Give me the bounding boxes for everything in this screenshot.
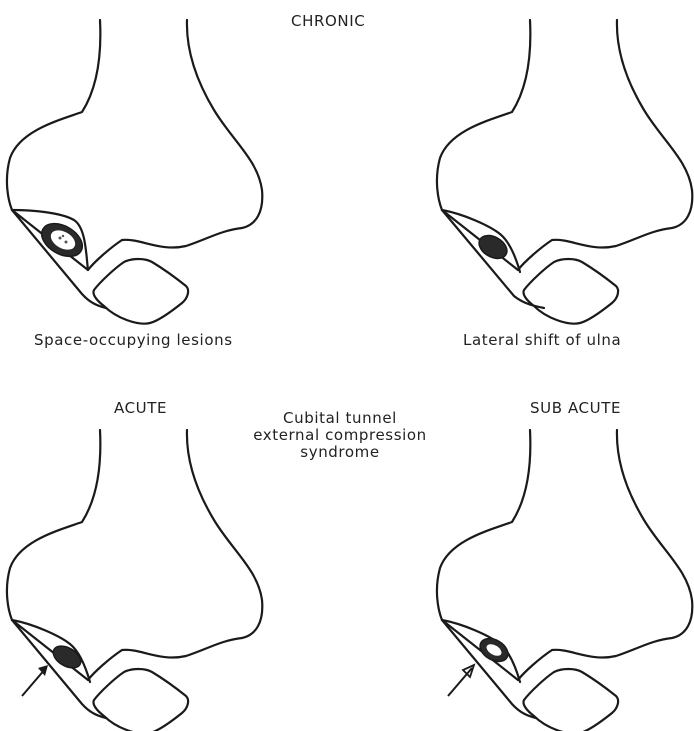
ulnar-nerve-icon [475,231,511,263]
acute-arrow-icon [22,665,48,696]
elbow-lateral-shift-of-ulna [437,20,692,324]
sub-acute-arrow-icon [448,665,474,696]
acute-nerve-icon [50,642,85,673]
elbow-sub-acute [437,430,692,731]
elbow-space-occupying-lesion [7,20,262,324]
elbow-acute [7,430,262,731]
